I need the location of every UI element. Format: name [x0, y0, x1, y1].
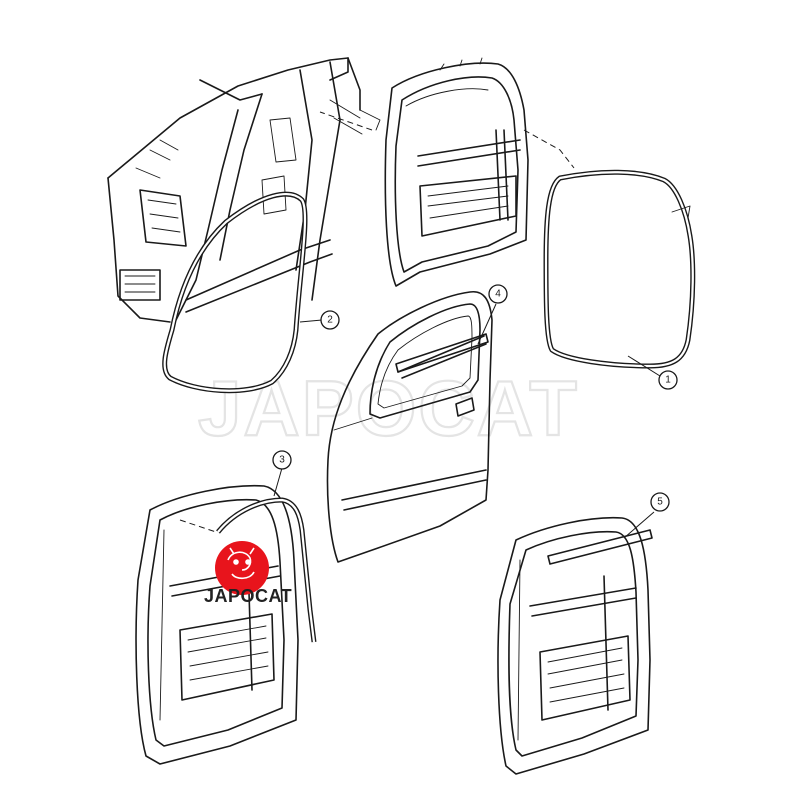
svg-text:2: 2: [327, 315, 333, 326]
japocat-logo: JAPOCAT: [204, 541, 292, 606]
svg-text:5: 5: [657, 497, 663, 508]
svg-text:3: 3: [279, 455, 285, 466]
callout-3: 3: [272, 450, 292, 497]
callout-2: 2: [299, 310, 340, 330]
door-frame-bottom-right: [497, 516, 651, 775]
callout-1: 1: [627, 355, 678, 390]
logo-mascot-icon: [227, 547, 255, 580]
glass-run-channel: [179, 497, 317, 643]
watermark-text: JAPOCAT: [198, 364, 579, 452]
body-opening-weatherstrip: [162, 191, 308, 394]
vehicle-body-opening: [107, 57, 381, 323]
door-frame-bottom-left: [135, 484, 299, 765]
door-weatherstrip: [543, 169, 696, 369]
door-outer-panel: [326, 291, 493, 563]
svg-text:4: 4: [495, 289, 501, 300]
svg-text:1: 1: [665, 375, 671, 386]
door-frame-top: [319, 57, 575, 287]
logo-text: JAPOCAT: [204, 586, 292, 606]
callout-5: 5: [623, 492, 670, 539]
inner-belt-weatherstrip: [547, 529, 653, 565]
callout-4: 4: [477, 284, 508, 345]
belt-molding: [395, 333, 489, 373]
logo-red-circle: [215, 541, 269, 595]
